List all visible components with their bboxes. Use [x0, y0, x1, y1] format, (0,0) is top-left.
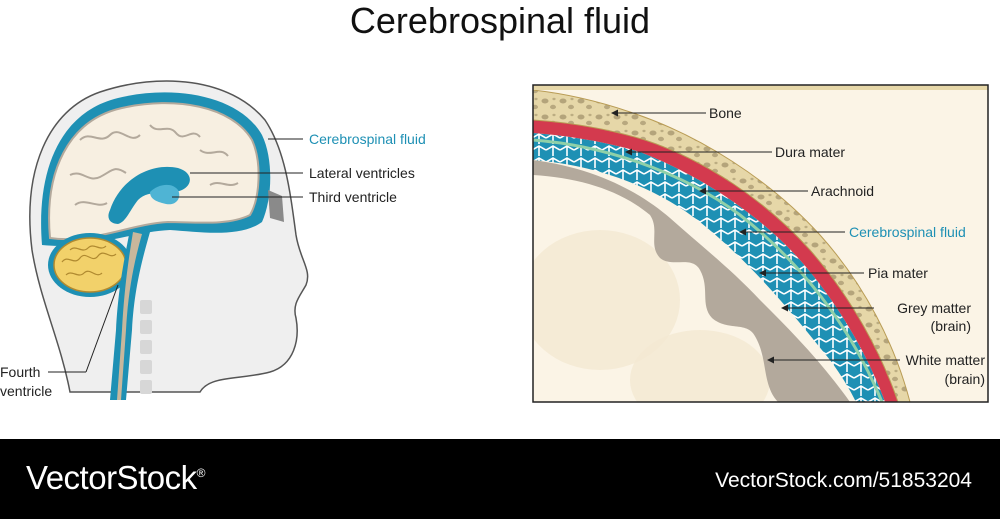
- page-title: Cerebrospinal fluid: [349, 0, 651, 41]
- stock-url: VectorStock.com/51853204: [715, 469, 972, 492]
- brand-registered-mark: ®: [196, 466, 206, 480]
- spinal-canal: [110, 230, 150, 400]
- diagram-canvas: Cerebrospinal fluid Lateral ventricles T…: [0, 80, 989, 403]
- brand-logo: VectorStock®: [26, 459, 205, 497]
- label-grey-matter-line1: Grey matter: [897, 300, 971, 316]
- label-third-ventricle: Third ventricle: [309, 189, 397, 205]
- label-head-csf: Cerebrospinal fluid: [309, 131, 426, 147]
- label-arachnoid: Arachnoid: [811, 183, 874, 199]
- meninges-section: [533, 85, 988, 402]
- label-bone: Bone: [709, 105, 742, 121]
- brand-text: VectorStock: [26, 459, 197, 496]
- head-illustration: [29, 80, 309, 400]
- label-grey-matter-line2: (brain): [931, 318, 971, 334]
- lateral-ventricle: [108, 166, 190, 224]
- third-ventricle: [150, 184, 180, 205]
- label-dura-mater: Dura mater: [775, 144, 845, 160]
- footer-bar: VectorStock® VectorStock.com/51853204: [0, 439, 1000, 519]
- label-white-matter-line2: (brain): [945, 371, 985, 387]
- vertebrae: [140, 300, 152, 394]
- label-pia-mater: Pia mater: [868, 265, 928, 281]
- label-white-matter-line1: White matter: [906, 352, 986, 368]
- label-fourth-line1: Fourth: [0, 364, 40, 380]
- label-lateral-ventricles: Lateral ventricles: [309, 165, 415, 181]
- cerebellum-folia: [61, 245, 117, 276]
- head-leaders: [48, 138, 303, 373]
- label-section-csf: Cerebrospinal fluid: [849, 224, 966, 240]
- label-fourth-line2: ventricle: [0, 383, 52, 399]
- section-frame: [532, 84, 989, 403]
- orbit: [268, 190, 284, 222]
- spinal-cord: [117, 232, 142, 400]
- section-leaders: [611, 109, 900, 364]
